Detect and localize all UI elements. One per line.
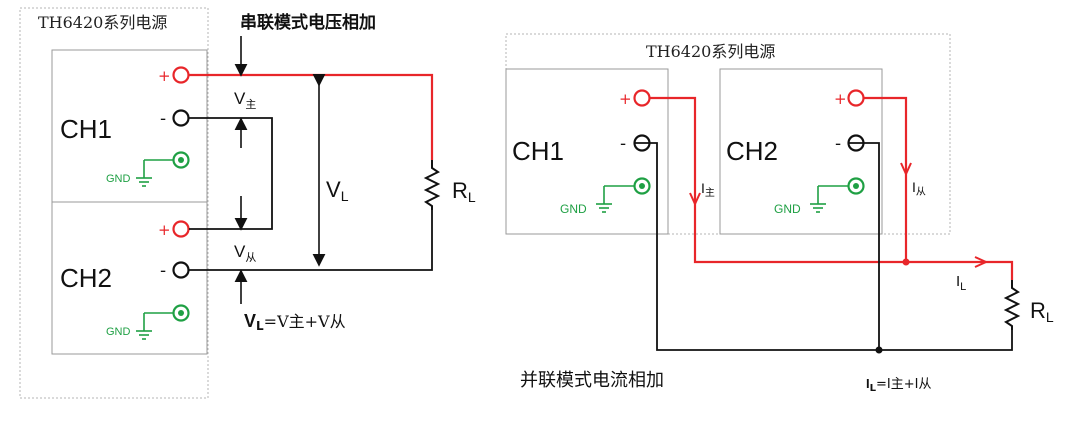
parallel-imain-arrowhead (689, 192, 701, 207)
parallel-positive-wire-ch1 (650, 96, 1014, 280)
parallel-il-arrowhead (974, 256, 989, 268)
series-vl-label: VL (326, 177, 349, 204)
parallel-il-label: IL (956, 273, 966, 293)
parallel-ch2-plus-terminal (847, 89, 865, 107)
parallel-load-resistor (1003, 280, 1021, 330)
series-ch1-label: CH1 (60, 114, 112, 144)
series-supply-frame (19, 7, 209, 399)
parallel-positive-wire-ch2 (864, 96, 908, 262)
parallel-positive-junction (902, 258, 910, 266)
parallel-negative-junction (875, 346, 883, 354)
series-ch1-minus-sign: - (160, 109, 166, 129)
series-jumper-wire (189, 117, 273, 230)
series-load-resistor (423, 160, 441, 210)
parallel-mode-title: 并联模式电流相加 (520, 370, 664, 391)
series-ch2-plus-sign: + (158, 221, 171, 239)
series-ch2-box (51, 201, 208, 355)
parallel-ch2-ground-icon (810, 185, 848, 213)
series-ch2-label: CH2 (60, 263, 112, 293)
parallel-formula: IL=I主+I从 (866, 376, 931, 394)
series-ch1-plus-terminal (172, 66, 190, 84)
series-mode-title: 串联模式电压相加 (240, 12, 376, 33)
parallel-negative-wire-ch1 (634, 142, 1013, 351)
parallel-rl-label: RL (1030, 298, 1054, 325)
series-ch1-gnd-label: GND (106, 173, 131, 185)
parallel-ch2-plus-sign: + (834, 90, 847, 108)
series-ch2-gnd-label: GND (106, 326, 131, 338)
parallel-ch2-gnd-label: GND (774, 202, 801, 216)
parallel-islave-label: I从 (912, 179, 926, 198)
series-ch1-minus-terminal (172, 109, 190, 127)
series-ch2-ground-icon (136, 312, 173, 340)
parallel-ch1-plus-terminal (633, 89, 651, 107)
parallel-ch1-ground-icon (596, 185, 634, 213)
series-ch1-plus-sign: + (158, 67, 171, 85)
series-vmain-label: V主 (234, 89, 256, 111)
series-rl-label: RL (452, 178, 476, 205)
series-positive-wire (189, 73, 434, 160)
series-vslave-label: V从 (234, 242, 256, 264)
series-ch1-ground-icon (136, 159, 173, 187)
parallel-supply-title: TH6420系列电源 (646, 42, 775, 61)
series-diagram: TH6420系列电源 CH1 CH2 + - GND + - (19, 7, 476, 399)
parallel-negative-wire-ch2 (848, 142, 880, 350)
parallel-ch1-box (505, 68, 669, 235)
parallel-ch2-box (719, 68, 883, 235)
parallel-ch1-plus-sign: + (619, 90, 632, 108)
parallel-ch2-minus-sign: - (835, 134, 841, 154)
series-formula: VL=V主+V从 (244, 311, 346, 333)
parallel-islave-arrowhead (900, 162, 912, 177)
parallel-diagram: TH6420系列电源 CH1 CH2 + - GND + - (505, 33, 1054, 394)
series-ch2-minus-sign: - (160, 261, 166, 281)
parallel-ch1-label: CH1 (512, 136, 564, 166)
series-ch2-minus-terminal (172, 261, 190, 279)
parallel-ch1-gnd-label: GND (560, 202, 587, 216)
series-ch2-plus-terminal (172, 220, 190, 238)
parallel-imain-label: I主 (701, 180, 715, 199)
series-negative-wire (189, 210, 433, 271)
parallel-ch2-label: CH2 (726, 136, 778, 166)
series-supply-title: TH6420系列电源 (38, 13, 167, 32)
parallel-ch1-minus-sign: - (620, 134, 626, 154)
